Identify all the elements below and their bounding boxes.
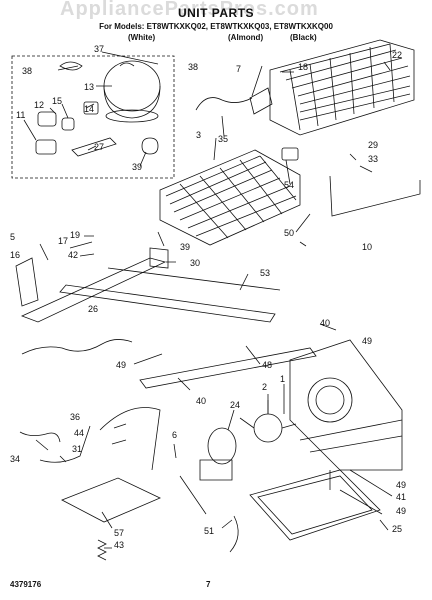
- cover-plate: [61, 477, 161, 523]
- label-48: 48: [262, 360, 272, 370]
- tube-34: [19, 431, 61, 443]
- label-2: 2: [262, 382, 267, 392]
- label-49b: 49: [362, 336, 372, 346]
- label-15: 15: [52, 96, 62, 106]
- label-31: 31: [72, 444, 82, 454]
- relay-overload: [35, 61, 159, 157]
- label-53: 53: [260, 268, 270, 278]
- label-1: 1: [280, 374, 285, 384]
- label-54: 54: [284, 180, 294, 190]
- label-35: 35: [218, 134, 228, 144]
- label-12: 12: [34, 100, 44, 110]
- label-22: 22: [392, 50, 402, 60]
- diagram-title: UNIT PARTS: [177, 6, 255, 20]
- label-51: 51: [204, 526, 214, 536]
- label-14: 14: [84, 104, 94, 114]
- label-38a: 38: [22, 66, 32, 76]
- bracket-16: [15, 257, 39, 307]
- fan-motor: [199, 400, 297, 481]
- label-6: 6: [172, 430, 177, 440]
- drain-tube: [329, 175, 421, 217]
- label-34: 34: [10, 454, 20, 464]
- thermostat: [281, 147, 299, 161]
- label-42: 42: [68, 250, 78, 260]
- page-number: 7: [206, 580, 211, 589]
- label-19: 19: [70, 230, 80, 240]
- label-50: 50: [284, 228, 294, 238]
- tube-26: [21, 339, 133, 355]
- color-black: (Black): [290, 33, 317, 42]
- color-white: (White): [128, 33, 156, 42]
- label-13: 13: [84, 82, 94, 92]
- footer-code: 4379176: [10, 580, 42, 589]
- label-30: 30: [190, 258, 200, 268]
- label-16: 16: [10, 250, 20, 260]
- label-5: 5: [10, 232, 15, 242]
- condenser-coil: [269, 39, 415, 136]
- label-17: 17: [58, 236, 68, 246]
- tube-31: [39, 425, 91, 463]
- tube-51: [229, 515, 239, 553]
- label-39b: 39: [180, 242, 190, 252]
- wiring-harness: [195, 97, 253, 111]
- label-40b: 40: [196, 396, 206, 406]
- label-57: 57: [114, 528, 124, 538]
- label-41: 41: [396, 492, 406, 502]
- watermark: AppliancePartsPros.com: [60, 0, 319, 20]
- label-49a: 49: [116, 360, 126, 370]
- label-27: 27: [94, 142, 104, 152]
- label-49c: 49: [396, 480, 406, 490]
- label-26: 26: [88, 304, 98, 314]
- label-38b: 38: [188, 62, 198, 72]
- tube-36: [99, 407, 161, 471]
- label-36: 36: [70, 412, 80, 422]
- model-numbers: For Models: ET8WTKXKQ02, ET8WTKXKQ03, ET…: [99, 22, 333, 31]
- compressor: [103, 60, 161, 123]
- spring: [97, 539, 107, 561]
- label-11: 11: [16, 110, 25, 120]
- label-33: 33: [368, 154, 378, 164]
- shroud-piece: [249, 87, 273, 115]
- label-25: 25: [392, 524, 402, 534]
- label-40a: 40: [320, 318, 330, 328]
- color-almond: (Almond): [228, 33, 264, 42]
- drain-pan: [249, 469, 381, 541]
- label-18: 18: [298, 62, 308, 72]
- label-29: 29: [368, 140, 378, 150]
- base-rails: [20, 247, 317, 389]
- label-39a: 39: [132, 162, 142, 172]
- label-43: 43: [114, 540, 124, 550]
- fan-bracket: [289, 339, 403, 471]
- label-37: 37: [94, 44, 104, 54]
- compressor-group-box: [11, 55, 175, 179]
- label-44: 44: [74, 428, 84, 438]
- label-3: 3: [196, 130, 201, 140]
- label-7: 7: [236, 64, 241, 74]
- label-10: 10: [362, 242, 372, 252]
- label-24: 24: [230, 400, 240, 410]
- label-49d: 49: [396, 506, 406, 516]
- evaporator-coil: [159, 149, 301, 246]
